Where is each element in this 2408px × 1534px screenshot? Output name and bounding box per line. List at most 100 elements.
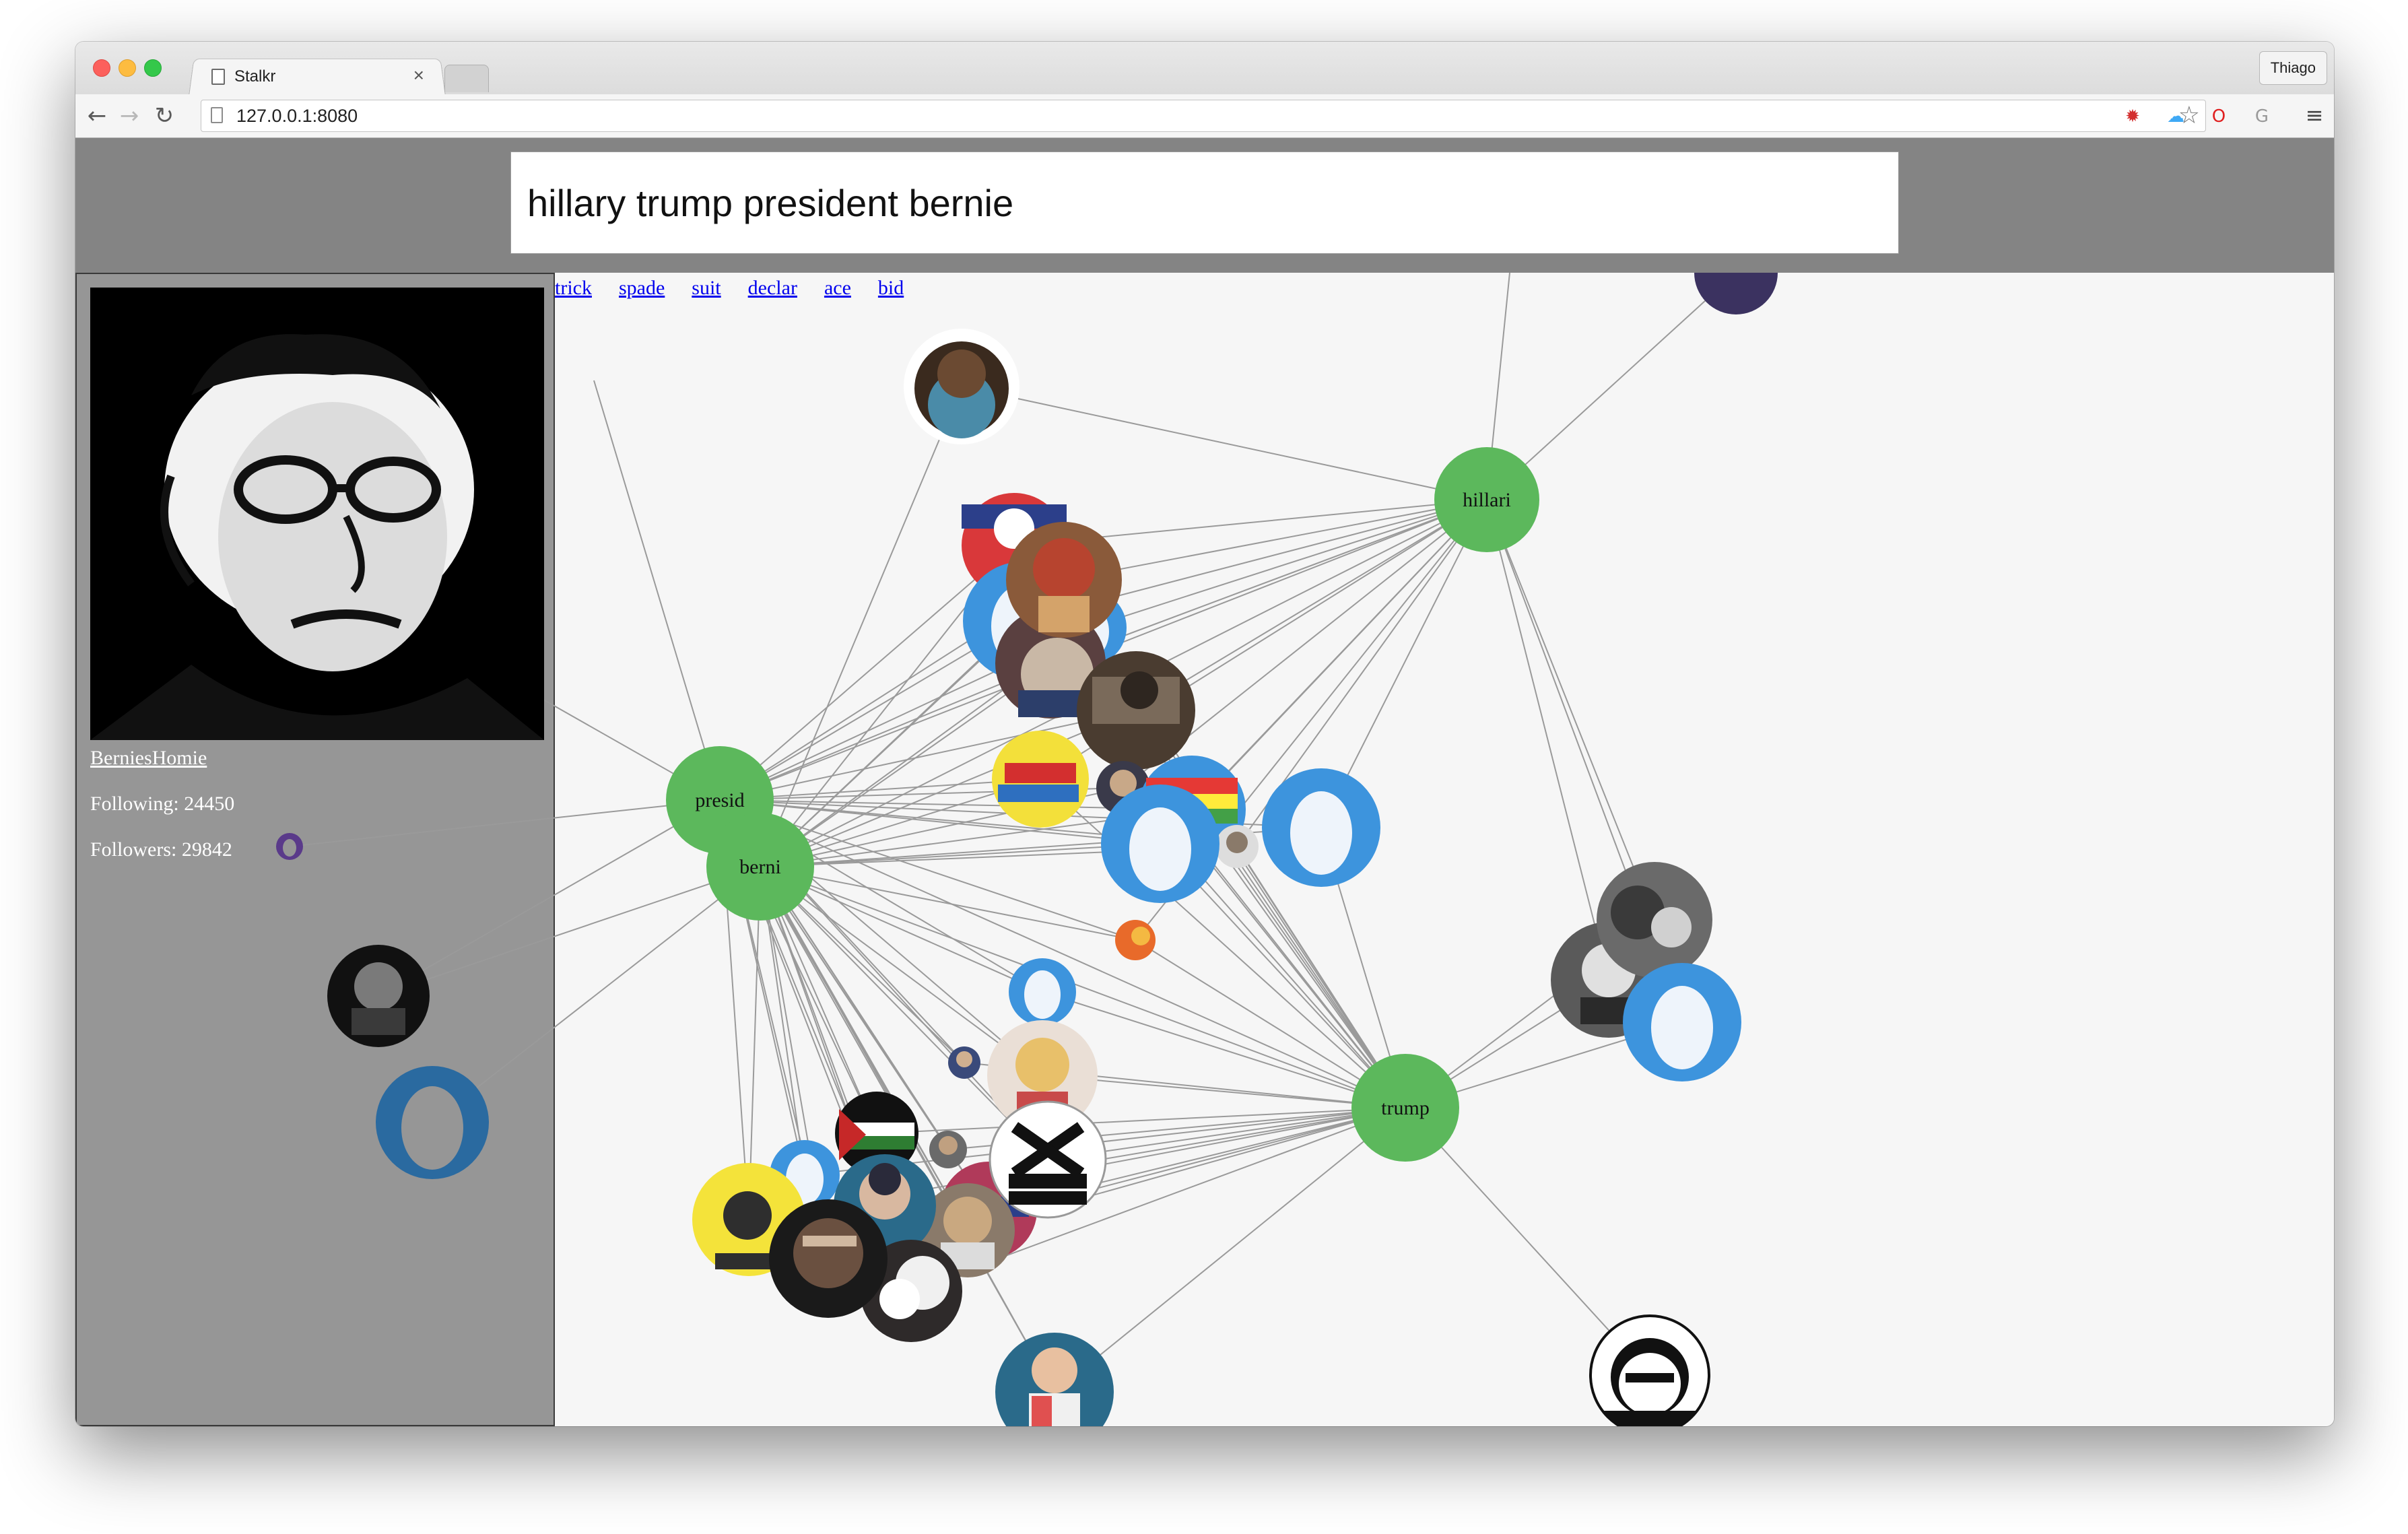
graph-canvas[interactable]: hillari presid berni trump <box>75 273 2334 1426</box>
user-avatar-nodes <box>276 273 1778 1426</box>
graph-edge <box>1042 991 1406 1108</box>
graph-edge <box>719 710 1137 801</box>
graph-edge <box>1486 499 1655 921</box>
user-avatar[interactable] <box>276 833 303 860</box>
graph-edge <box>378 866 761 997</box>
profile-card: BerniesHomie Following: 24450 Followers:… <box>90 288 544 861</box>
tab-stalkr[interactable]: Stalkr × <box>197 59 439 93</box>
user-avatar[interactable] <box>904 329 1019 444</box>
page-icon <box>211 107 223 123</box>
graph-edges <box>289 273 1737 1393</box>
new-tab-button[interactable] <box>444 65 489 92</box>
cloud-icon[interactable]: ☁ <box>2167 106 2184 127</box>
graph-edge <box>1486 273 1737 500</box>
user-avatar[interactable] <box>376 1066 489 1179</box>
graph-edge <box>1135 499 1487 711</box>
profile-button[interactable]: Thiago <box>2259 51 2327 85</box>
related-word-link[interactable]: spade <box>618 277 665 299</box>
user-avatar[interactable] <box>1006 522 1122 638</box>
user-avatar[interactable] <box>995 1333 1114 1426</box>
profile-screen-name[interactable]: BerniesHomie <box>90 747 207 769</box>
related-words: trick spade suit declar ace bid <box>555 273 904 304</box>
back-arrow-icon[interactable]: ← <box>87 102 107 129</box>
reload-icon[interactable]: ↻ <box>154 102 174 129</box>
user-avatar[interactable] <box>948 1046 980 1079</box>
close-window-icon[interactable] <box>93 59 110 77</box>
forward-arrow-icon[interactable]: → <box>119 102 139 129</box>
graph-edge <box>1088 499 1487 628</box>
tab-close-icon[interactable]: × <box>413 65 424 86</box>
user-avatar[interactable] <box>1115 920 1156 960</box>
following-count: Following: 24450 <box>90 793 235 815</box>
related-word-link[interactable]: declar <box>747 277 797 299</box>
user-avatar[interactable] <box>1215 825 1259 868</box>
graph-edge <box>760 663 1051 867</box>
user-avatar[interactable] <box>1101 785 1219 903</box>
graph-edge <box>1320 499 1487 828</box>
related-word-link[interactable]: bid <box>877 277 904 299</box>
page-icon <box>211 69 225 85</box>
graph-edge <box>1042 1075 1406 1108</box>
user-avatar[interactable] <box>1694 273 1778 314</box>
search-input[interactable] <box>510 152 1899 254</box>
graph-edge <box>719 545 1015 801</box>
page-content: hillari presid berni trump trick spade s… <box>75 138 2334 1426</box>
user-avatar[interactable] <box>1009 958 1076 1026</box>
user-avatar[interactable] <box>835 1092 918 1175</box>
related-word-link[interactable]: ace <box>824 277 851 299</box>
graph-edge <box>961 386 1487 500</box>
graph-edge <box>760 386 962 867</box>
grammarly-icon[interactable]: G <box>2254 106 2269 127</box>
term-node-label: berni <box>739 856 781 878</box>
graph-edge <box>760 866 1043 1076</box>
term-node-hillari[interactable]: hillari <box>1434 447 1539 552</box>
graph-edge <box>760 866 1406 1108</box>
user-avatar[interactable] <box>929 1131 967 1168</box>
graph-edge <box>1486 499 1609 980</box>
browser-window: Stalkr × Thiago ← → ↻ 127.0.0.1:8080 ☆ ✹… <box>75 42 2334 1426</box>
graph-edge <box>1054 1107 1406 1393</box>
followers-count: Followers: 29842 <box>90 838 232 861</box>
graph-edge <box>760 843 1161 867</box>
address-bar[interactable]: 127.0.0.1:8080 ☆ <box>201 100 2206 132</box>
browser-toolbar: ← → ↻ 127.0.0.1:8080 ☆ ✹ ☁ O G ≡ <box>75 94 2334 138</box>
extension-icon[interactable]: ✹ <box>2125 106 2140 127</box>
user-avatar[interactable] <box>1589 1314 1710 1426</box>
term-node-label: trump <box>1381 1097 1430 1119</box>
user-avatar[interactable] <box>989 1100 1107 1219</box>
graph-edge <box>760 866 1136 941</box>
user-avatar[interactable] <box>1077 651 1195 770</box>
user-avatar[interactable] <box>327 945 430 1047</box>
user-avatar[interactable] <box>1623 963 1741 1081</box>
term-node-label: presid <box>695 789 744 811</box>
graph-edge <box>760 866 1048 1160</box>
graph-edge <box>1160 843 1406 1108</box>
graph-edge <box>378 799 721 997</box>
profile-photo <box>90 288 544 740</box>
user-avatar[interactable] <box>987 1020 1098 1131</box>
term-node-trump[interactable]: trump <box>1351 1054 1459 1162</box>
user-avatar[interactable] <box>995 608 1106 719</box>
graph-edge <box>719 799 1161 844</box>
graph-edge <box>593 380 721 801</box>
graph-edge <box>1047 1107 1406 1160</box>
term-node-label: hillari <box>1463 489 1511 511</box>
user-avatar[interactable] <box>1597 862 1712 978</box>
graph-edge <box>760 710 1137 867</box>
user-avatar[interactable] <box>769 1199 888 1318</box>
graph-edge <box>748 866 761 1220</box>
user-avatar[interactable] <box>992 731 1089 828</box>
term-node-berni[interactable]: berni <box>706 813 814 921</box>
graph-edge <box>289 799 721 847</box>
menu-icon[interactable]: ≡ <box>2305 102 2324 128</box>
opera-icon[interactable]: O <box>2211 106 2226 127</box>
maximize-window-icon[interactable] <box>144 59 162 77</box>
graph-edge <box>719 663 1051 801</box>
related-word-link[interactable]: suit <box>692 277 721 299</box>
tab-strip: Stalkr × Thiago <box>75 42 2334 96</box>
user-avatar[interactable] <box>1262 768 1380 887</box>
graph-edge <box>1063 499 1487 580</box>
star-icon[interactable]: ☆ <box>2178 102 2200 129</box>
related-word-link[interactable]: trick <box>555 277 592 299</box>
minimize-window-icon[interactable] <box>119 59 136 77</box>
